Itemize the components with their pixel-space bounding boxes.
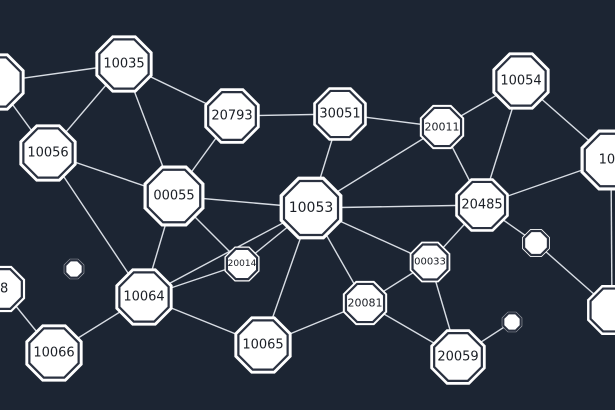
node-label: 100: [599, 153, 615, 168]
graph-node-n4[interactable]: 20793: [204, 88, 260, 144]
node-label: 20059: [437, 350, 478, 365]
graph-node-n12[interactable]: [522, 229, 550, 257]
node-label: 10053: [289, 200, 334, 216]
graph-node-n22[interactable]: 20059: [430, 329, 486, 385]
node-label: 10054: [500, 74, 541, 89]
graph-node-n7[interactable]: 10054: [492, 52, 550, 110]
graph-node-n18[interactable]: 20081: [342, 280, 388, 326]
node-octagon-inner: [315, 89, 365, 139]
graph-node-n10[interactable]: 10053: [279, 176, 343, 240]
graph-node-n6[interactable]: 20011: [419, 104, 465, 150]
graph-node-n8[interactable]: 100: [580, 129, 615, 191]
node-label: 00055: [153, 189, 194, 204]
node-label: 10064: [123, 290, 164, 305]
graph-node-n9[interactable]: 00055: [143, 165, 205, 227]
node-octagon-inner: [411, 243, 449, 281]
node-octagon-inner: [495, 55, 547, 107]
graph-node-n13[interactable]: 20014: [224, 246, 260, 282]
node-octagon-inner: [64, 259, 84, 279]
graph-node-n21[interactable]: 10065: [234, 316, 292, 374]
node-label: 20793: [211, 109, 252, 124]
node-octagon-inner: [28, 327, 80, 379]
graph-node-n15[interactable]: [587, 285, 615, 335]
node-octagon-inner: [118, 271, 170, 323]
node-label: 20081: [348, 297, 383, 310]
node-octagon-inner: [22, 127, 74, 179]
node-label: 10066: [33, 346, 74, 361]
node-label: 20011: [425, 121, 460, 134]
node-octagon-inner: [344, 282, 386, 324]
graph-node-n17[interactable]: 10064: [115, 268, 173, 326]
graph-node-n14[interactable]: 00033: [409, 241, 451, 283]
graph-node-n1[interactable]: 4: [0, 53, 25, 111]
node-label: 10035: [103, 57, 144, 72]
node-octagon-inner: [98, 38, 150, 90]
node-label: 30051: [319, 107, 360, 122]
node-label: 00033: [414, 257, 446, 268]
node-octagon-inner: [146, 168, 202, 224]
node-octagon-inner: [421, 106, 463, 148]
node-octagon-inner: [237, 319, 289, 371]
node-label: 10065: [242, 338, 283, 353]
graph-node-n23[interactable]: [63, 258, 85, 280]
node-label: 20485: [461, 198, 502, 213]
node-label: 20014: [228, 259, 257, 269]
graph-node-n11[interactable]: 20485: [455, 178, 509, 232]
graph-node-n16[interactable]: /8: [0, 265, 26, 313]
node-octagon-inner: [282, 179, 340, 237]
node-octagon-inner: [225, 247, 259, 281]
graph-node-n3[interactable]: 10056: [19, 124, 77, 182]
node-label: 10056: [27, 146, 68, 161]
node-label: /8: [0, 282, 8, 297]
graph-node-n20[interactable]: 10066: [25, 324, 83, 382]
graph-node-n2[interactable]: 10035: [95, 35, 153, 93]
node-octagon-inner: [433, 332, 483, 382]
node-layer: 4 10035 10056 20793 30051 20011 10054 100 00055 1…: [0, 35, 615, 385]
node-octagon-inner: [0, 56, 22, 108]
node-octagon-inner: [457, 180, 507, 230]
node-octagon-inner: [207, 91, 257, 141]
graph-node-n19[interactable]: [501, 311, 523, 333]
node-octagon-inner: [522, 229, 550, 257]
node-octagon-inner: [502, 312, 522, 332]
graph-node-n5[interactable]: 30051: [313, 87, 367, 141]
node-octagon-inner: [0, 268, 23, 310]
